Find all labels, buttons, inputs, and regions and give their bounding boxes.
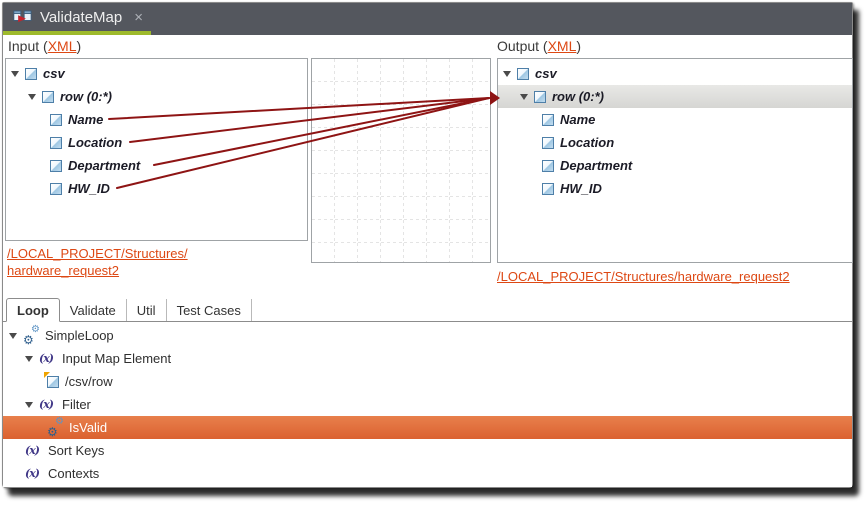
element-icon bbox=[517, 67, 529, 80]
tree-node-label: Department bbox=[560, 158, 633, 173]
input-structure-link-line1: /LOCAL_PROJECT/Structures/ bbox=[7, 246, 188, 261]
canvas-grid bbox=[312, 59, 490, 262]
tree-node-label: Location bbox=[560, 135, 615, 150]
tree-item-filter[interactable]: (x) Filter bbox=[3, 393, 852, 416]
gears-icon bbox=[47, 416, 65, 439]
tree-item-label: Sort Keys bbox=[48, 443, 105, 458]
input-structure-link-line2: hardware_request2 bbox=[7, 263, 120, 278]
tree-node-label: Name bbox=[68, 112, 104, 127]
input-tree-node-row[interactable]: row (0:*) bbox=[6, 85, 307, 108]
editor-tab-validatemap[interactable]: ValidateMap × bbox=[3, 3, 151, 35]
output-tree-node-location[interactable]: Location bbox=[498, 131, 852, 154]
tree-node-label: row (0:*) bbox=[552, 89, 604, 104]
element-icon bbox=[542, 136, 554, 149]
tree-item-label: Contexts bbox=[48, 466, 100, 481]
output-pane-label: Output (XML) bbox=[497, 38, 581, 54]
element-icon bbox=[50, 113, 62, 126]
element-icon bbox=[542, 113, 554, 126]
chevron-down-icon[interactable] bbox=[25, 355, 39, 362]
editor-tab-title: ValidateMap bbox=[39, 8, 123, 26]
gears-icon bbox=[23, 324, 41, 347]
tree-item-csv-row[interactable]: /csv/row bbox=[3, 370, 852, 393]
tree-node-label: HW_ID bbox=[68, 181, 110, 196]
loop-config-tree: SimpleLoop (x) Input Map Element /csv/ro… bbox=[3, 322, 852, 485]
tree-item-label: Input Map Element bbox=[62, 351, 172, 366]
element-icon bbox=[542, 159, 554, 172]
chevron-down-icon[interactable] bbox=[503, 70, 517, 77]
element-icon bbox=[50, 136, 62, 149]
bottom-region: Loop Validate Util Test Cases SimpleLoop… bbox=[3, 295, 852, 487]
tree-item-isvalid[interactable]: IsValid bbox=[3, 416, 852, 439]
element-icon bbox=[50, 182, 62, 195]
element-icon bbox=[42, 90, 54, 103]
mapping-canvas[interactable] bbox=[311, 58, 491, 263]
editor-tab-bar: ValidateMap × bbox=[3, 3, 852, 35]
tab-test-cases[interactable]: Test Cases bbox=[167, 299, 252, 321]
output-tree-node-hwid[interactable]: HW_ID bbox=[498, 177, 852, 200]
output-schema-panel: csv row (0:*) Name Location Depar bbox=[497, 58, 853, 263]
fx-icon: (x) bbox=[39, 352, 54, 365]
input-tree-node-location[interactable]: Location bbox=[6, 131, 307, 154]
fx-icon: (x) bbox=[39, 398, 54, 411]
tree-item-input-map-element[interactable]: (x) Input Map Element bbox=[3, 347, 852, 370]
input-tree-node-hwid[interactable]: HW_ID bbox=[6, 177, 307, 200]
active-tab-underline bbox=[3, 31, 151, 35]
tree-item-sort-keys[interactable]: (x) Sort Keys bbox=[3, 439, 852, 462]
tree-item-simpleloop[interactable]: SimpleLoop bbox=[3, 324, 852, 347]
input-pane-label: Input (XML) bbox=[8, 38, 81, 54]
tab-loop[interactable]: Loop bbox=[6, 298, 60, 322]
input-tree-node-name[interactable]: Name bbox=[6, 108, 307, 131]
tree-node-label: HW_ID bbox=[560, 181, 602, 196]
element-add-icon bbox=[44, 371, 59, 388]
bottom-tab-bar: Loop Validate Util Test Cases bbox=[3, 295, 852, 322]
output-tree-node-department[interactable]: Department bbox=[498, 154, 852, 177]
element-icon bbox=[542, 182, 554, 195]
input-tree-node-department[interactable]: Department bbox=[6, 154, 307, 177]
input-label-text: Input ( bbox=[8, 38, 48, 54]
validate-map-window: ValidateMap × Input (XML) Output (XML) c… bbox=[2, 2, 853, 488]
element-icon bbox=[534, 90, 546, 103]
tree-node-label: Location bbox=[68, 135, 123, 150]
output-structure-link[interactable]: /LOCAL_PROJECT/Structures/hardware_reque… bbox=[497, 268, 790, 285]
output-tree-node-name[interactable]: Name bbox=[498, 108, 852, 131]
tree-node-label: csv bbox=[535, 66, 557, 81]
output-xml-link[interactable]: XML bbox=[547, 38, 577, 54]
tab-validate[interactable]: Validate bbox=[60, 299, 127, 321]
input-structure-link[interactable]: /LOCAL_PROJECT/Structures/ hardware_requ… bbox=[7, 245, 188, 279]
fx-icon: (x) bbox=[25, 467, 40, 480]
tree-item-label: IsValid bbox=[69, 420, 108, 435]
tree-item-label: Filter bbox=[62, 397, 91, 412]
tree-node-label: Department bbox=[68, 158, 141, 173]
tab-util[interactable]: Util bbox=[127, 299, 167, 321]
chevron-down-icon[interactable] bbox=[9, 332, 23, 339]
output-structure-link-text: /LOCAL_PROJECT/Structures/hardware_reque… bbox=[497, 269, 790, 284]
map-icon bbox=[13, 10, 32, 23]
tree-node-label: row (0:*) bbox=[60, 89, 112, 104]
tree-node-label: Name bbox=[560, 112, 596, 127]
tree-node-label: csv bbox=[43, 66, 65, 81]
tree-item-contexts[interactable]: (x) Contexts bbox=[3, 462, 852, 485]
input-xml-link[interactable]: XML bbox=[47, 38, 77, 54]
output-label-text: Output ( bbox=[497, 38, 548, 54]
chevron-down-icon[interactable] bbox=[28, 93, 42, 100]
mapper-region: Input (XML) Output (XML) csv row (0:*) N… bbox=[3, 35, 853, 297]
close-icon[interactable]: × bbox=[134, 8, 143, 26]
output-tree-node-row-selected[interactable]: row (0:*) bbox=[498, 85, 852, 108]
tree-item-label: /csv/row bbox=[65, 374, 113, 389]
tree-item-label: SimpleLoop bbox=[45, 328, 114, 343]
output-tree-node-csv[interactable]: csv bbox=[498, 62, 852, 85]
output-label-close-paren: ) bbox=[576, 38, 582, 54]
input-tree-node-csv[interactable]: csv bbox=[6, 62, 307, 85]
chevron-down-icon[interactable] bbox=[520, 93, 534, 100]
chevron-down-icon[interactable] bbox=[25, 401, 39, 408]
input-schema-panel: csv row (0:*) Name Location Depar bbox=[5, 58, 308, 241]
element-icon bbox=[50, 159, 62, 172]
fx-icon: (x) bbox=[25, 444, 40, 457]
input-label-close-paren: ) bbox=[76, 38, 82, 54]
chevron-down-icon[interactable] bbox=[11, 70, 25, 77]
element-icon bbox=[25, 67, 37, 80]
